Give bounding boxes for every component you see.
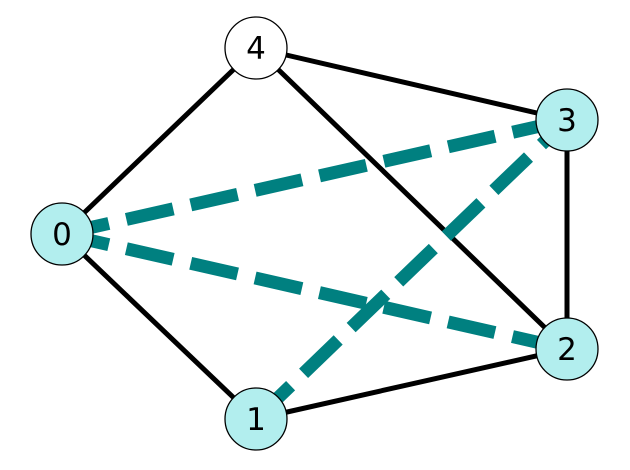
edge-1-2 <box>255 346 568 422</box>
node-circle-3 <box>535 88 599 152</box>
node-label-0: 0 <box>52 217 72 253</box>
nodes-layer: 0 1 2 3 4 <box>30 16 599 451</box>
edge-1-3 <box>251 115 572 424</box>
node-1: 1 <box>224 387 288 451</box>
node-circle-1 <box>224 387 288 451</box>
node-label-2: 2 <box>557 332 577 368</box>
node-4: 4 <box>224 16 288 80</box>
node-0: 0 <box>30 202 94 266</box>
node-label-4: 4 <box>246 31 266 67</box>
node-label-1: 1 <box>246 402 266 438</box>
edge-0-4 <box>60 46 258 236</box>
edge-0-3 <box>60 113 569 241</box>
node-label-3: 3 <box>557 103 577 139</box>
node-circle-0 <box>30 202 94 266</box>
edge-0-1 <box>60 232 258 421</box>
node-circle-4 <box>224 16 288 80</box>
edge-4-2 <box>254 46 569 351</box>
node-3: 3 <box>535 88 599 152</box>
edges-layer <box>60 45 572 424</box>
edge-4-3 <box>255 45 568 123</box>
edge-0-2 <box>60 227 569 356</box>
node-circle-2 <box>535 317 599 381</box>
node-2: 2 <box>535 317 599 381</box>
